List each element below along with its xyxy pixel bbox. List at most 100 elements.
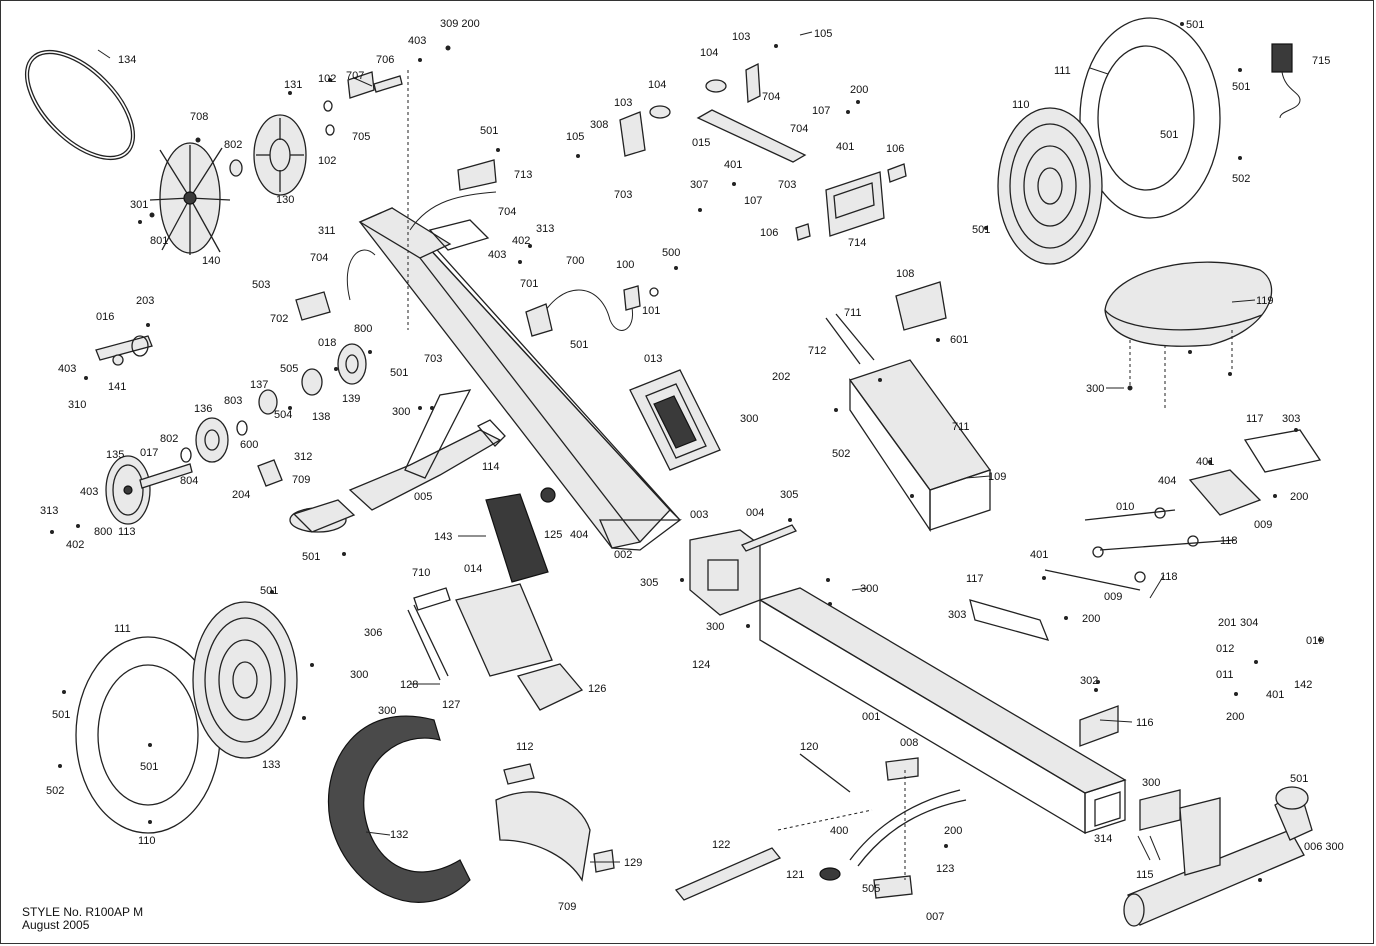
fan-guard-110-right bbox=[997, 107, 1103, 265]
callout-label: 117 bbox=[966, 573, 984, 585]
callout-label: 802 bbox=[224, 139, 242, 151]
callout-label: 104 bbox=[700, 47, 718, 59]
callout-label: 300 bbox=[378, 705, 396, 717]
callout-label: 713 bbox=[514, 169, 532, 181]
callout-label: 700 bbox=[566, 255, 584, 267]
pulley-136 bbox=[180, 417, 248, 463]
callout-label: 100 bbox=[616, 259, 634, 271]
callout-label: 300 bbox=[1142, 777, 1160, 789]
callout-label: 002 bbox=[614, 549, 632, 561]
callout-label: 007 bbox=[926, 911, 944, 923]
callout-label: 401 bbox=[1266, 689, 1284, 701]
callout-label: 140 bbox=[202, 255, 220, 267]
callout-label: 501 bbox=[52, 709, 70, 721]
fan-cover-111-right bbox=[1079, 17, 1221, 219]
model-caption: STYLE No. R100AP M August 2005 bbox=[22, 906, 143, 932]
callout-label: 106 bbox=[760, 227, 778, 239]
callout-label: 303 bbox=[1282, 413, 1300, 425]
callout-label: 711 bbox=[844, 307, 862, 319]
callout-label: 703 bbox=[424, 353, 442, 365]
callout-label: 013 bbox=[644, 353, 662, 365]
axle-017 bbox=[139, 463, 193, 489]
callout-label: 009 bbox=[1104, 591, 1122, 603]
callout-label: 134 bbox=[118, 54, 136, 66]
callout-label: 107 bbox=[812, 105, 830, 117]
callout-label: 017 bbox=[140, 447, 158, 459]
callout-label: 305 bbox=[640, 577, 658, 589]
callout-label: 142 bbox=[1294, 679, 1312, 691]
callout-label: 706 bbox=[376, 54, 394, 66]
callout-label: 402 bbox=[66, 539, 84, 551]
callout-label: 402 bbox=[512, 235, 530, 247]
hub-137-138 bbox=[258, 343, 367, 415]
callout-label: 601 bbox=[950, 334, 968, 346]
callout-label: 121 bbox=[786, 869, 804, 881]
item-125 bbox=[540, 487, 556, 503]
callout-label: 703 bbox=[614, 189, 632, 201]
callout-label: 501 bbox=[1186, 19, 1204, 31]
callout-label: 505 bbox=[862, 883, 880, 895]
callout-label: 139 bbox=[342, 393, 360, 405]
callout-label: 501 bbox=[1290, 773, 1308, 785]
callout-label: 708 bbox=[190, 111, 208, 123]
callout-label: 128 bbox=[400, 679, 418, 691]
callout-label: 309 200 bbox=[440, 18, 480, 30]
callout-label: 103 bbox=[614, 97, 632, 109]
callout-label: 310 bbox=[68, 399, 86, 411]
callout-label: 105 bbox=[566, 131, 584, 143]
callout-label: 110 bbox=[138, 835, 156, 847]
callout-label: 200 bbox=[944, 825, 962, 837]
callout-label: 129 bbox=[624, 857, 642, 869]
callout-label: 119 bbox=[1256, 295, 1274, 307]
style-number: STYLE No. R100AP M bbox=[22, 905, 144, 919]
callout-label: 019 bbox=[1306, 635, 1324, 647]
callout-label: 122 bbox=[712, 839, 730, 851]
callout-label: 001 bbox=[862, 711, 880, 723]
callout-label: 403 bbox=[58, 363, 76, 375]
callout-label: 709 bbox=[292, 474, 310, 486]
callout-label: 138 bbox=[312, 411, 330, 423]
callout-label: 200 bbox=[1226, 711, 1244, 723]
callout-label: 018 bbox=[318, 337, 336, 349]
mesh-shroud-112 bbox=[328, 715, 471, 903]
handle-cover-129 bbox=[495, 763, 615, 882]
callout-label: 705 bbox=[352, 131, 370, 143]
callout-label: 502 bbox=[46, 785, 64, 797]
callout-labels: 134 708 802 301 801 140 131 102 707 706 … bbox=[40, 18, 1344, 923]
callout-label: 008 bbox=[900, 737, 918, 749]
callout-label: 704 bbox=[762, 91, 780, 103]
callout-label: 006 300 bbox=[1304, 841, 1344, 853]
callout-label: 012 bbox=[1216, 643, 1234, 655]
callout-label: 305 bbox=[780, 489, 798, 501]
callout-label: 401 bbox=[1030, 549, 1048, 561]
callout-label: 141 bbox=[108, 381, 126, 393]
callout-label: 401 bbox=[1196, 456, 1214, 468]
callout-label: 132 bbox=[390, 829, 408, 841]
callout-label: 313 bbox=[536, 223, 554, 235]
callout-label: 111 bbox=[114, 623, 131, 635]
callout-label: 123 bbox=[936, 863, 954, 875]
footplate-014 bbox=[407, 583, 584, 711]
callout-label: 003 bbox=[690, 509, 708, 521]
callout-label: 103 bbox=[732, 31, 750, 43]
callout-label: 204 bbox=[232, 489, 250, 501]
callout-label: 124 bbox=[692, 659, 710, 671]
callout-label: 802 bbox=[160, 433, 178, 445]
callout-label: 125 bbox=[544, 529, 562, 541]
callout-label: 501 bbox=[302, 551, 320, 563]
callout-label: 501 bbox=[1160, 129, 1178, 141]
flywheel-130 bbox=[253, 114, 307, 196]
callout-label: 403 bbox=[80, 486, 98, 498]
callout-label: 203 bbox=[136, 295, 154, 307]
callout-label: 130 bbox=[276, 194, 294, 206]
callout-label: 126 bbox=[588, 683, 606, 695]
callout-label: 115 bbox=[1136, 869, 1154, 881]
callout-label: 801 bbox=[150, 235, 168, 247]
callout-label: 200 bbox=[1290, 491, 1308, 503]
callout-label: 120 bbox=[800, 741, 818, 753]
callout-label: 308 bbox=[590, 119, 608, 131]
callout-label: 501 bbox=[972, 224, 990, 236]
leader-lines bbox=[97, 31, 1256, 863]
callout-label: 009 bbox=[1254, 519, 1272, 531]
